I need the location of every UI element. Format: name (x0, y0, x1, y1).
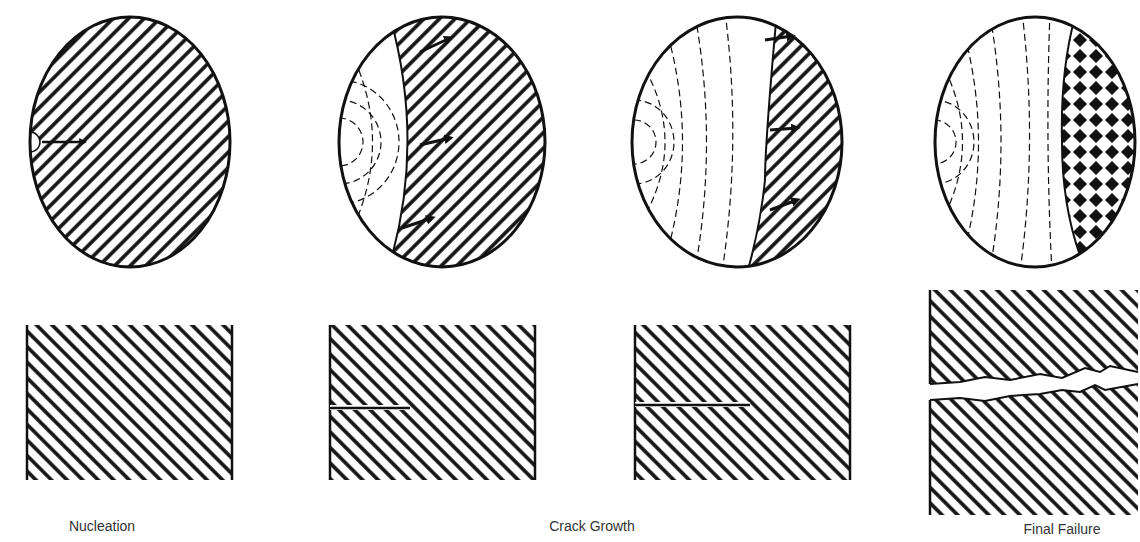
stage-label: Crack Growth (549, 518, 635, 534)
cross-section-final-failure (934, 0, 1140, 280)
cross-section-crack-growth-early (330, 0, 545, 280)
side-view-nucleation (27, 325, 232, 480)
side-view-final-failure (930, 290, 1138, 515)
side-view-crack-growth-early (330, 325, 535, 480)
cross-section-crack-growth-late (620, 0, 842, 280)
stage-label: Final Failure (1023, 521, 1100, 537)
cross-section-nucleation (30, 17, 230, 267)
stage-label: Nucleation (69, 518, 135, 534)
side-view-crack-growth-late (635, 325, 850, 480)
